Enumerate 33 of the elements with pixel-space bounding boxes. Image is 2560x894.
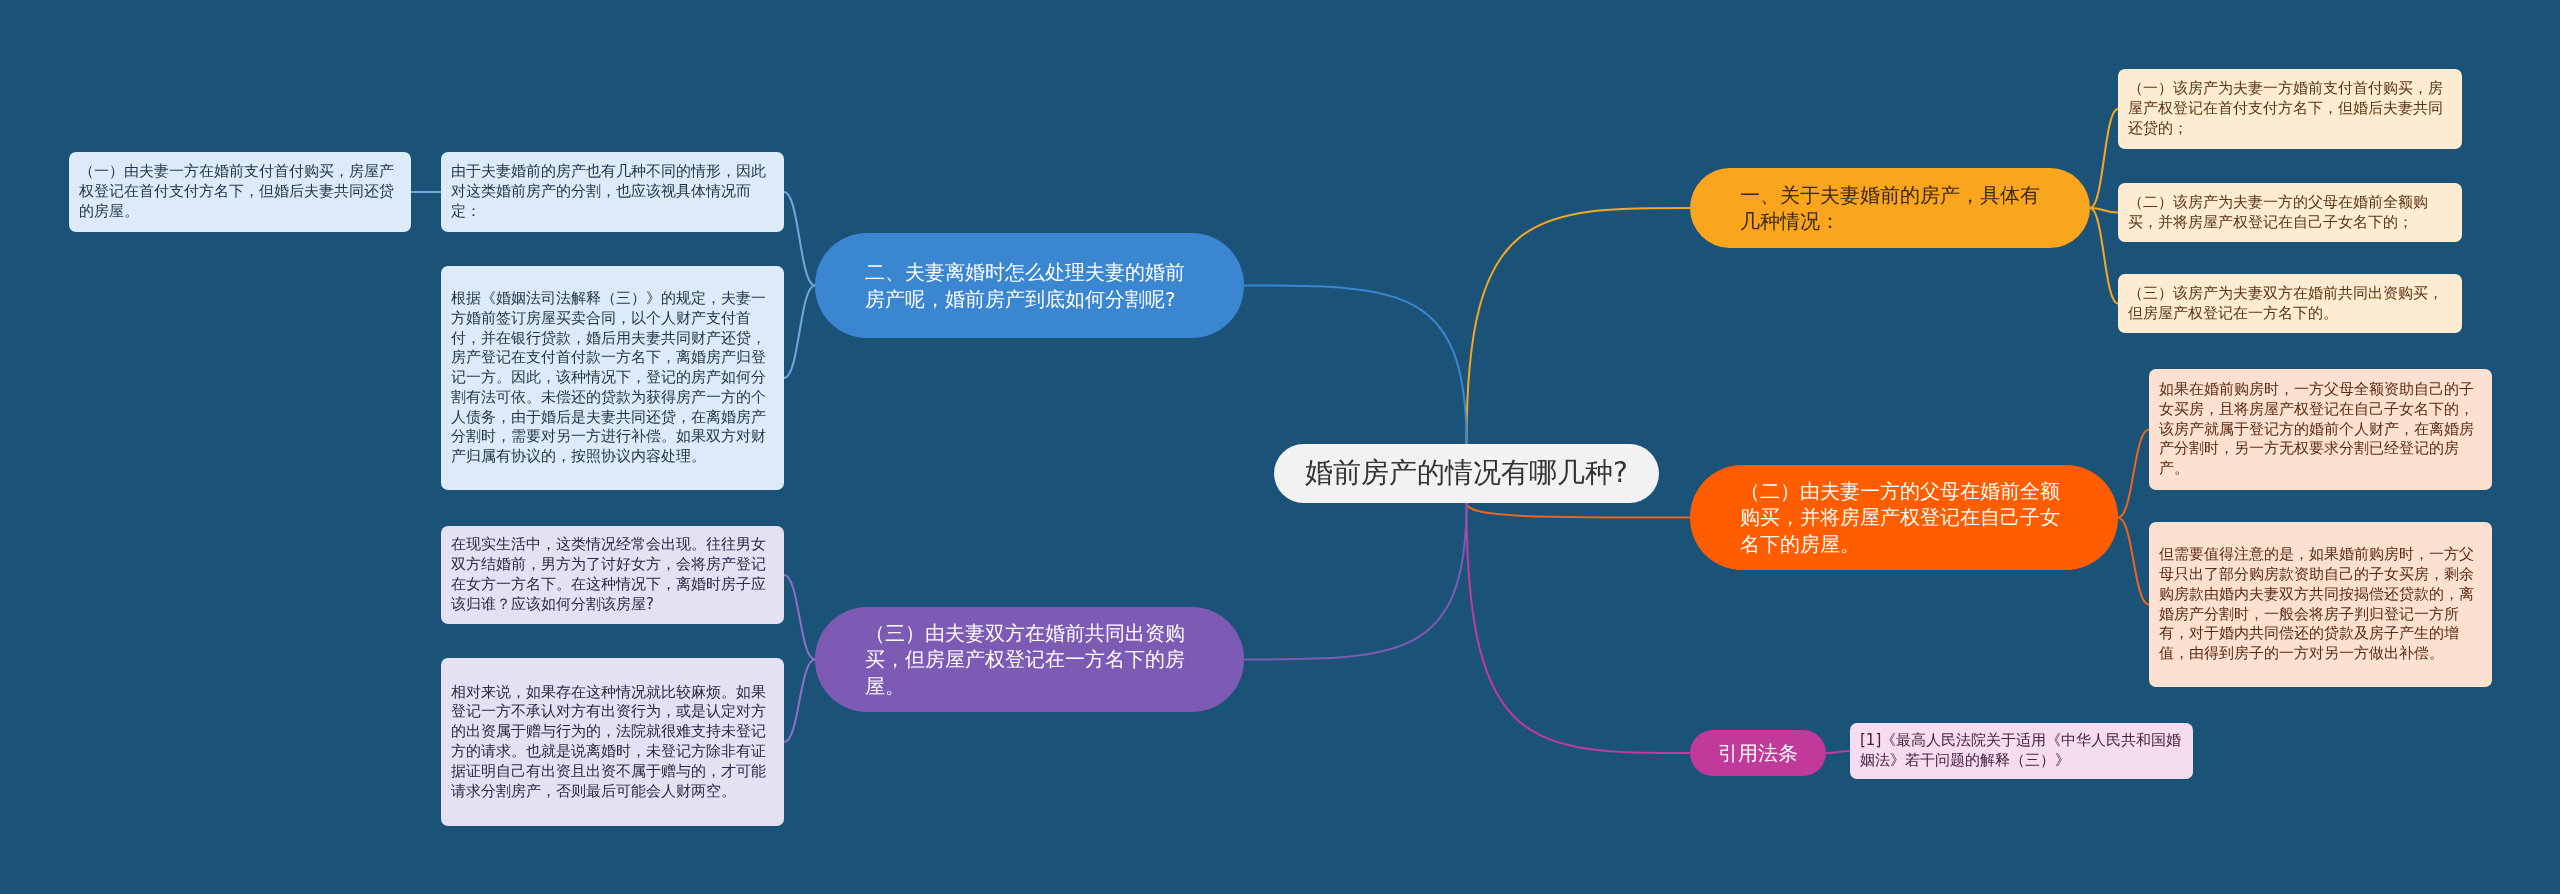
- note-box: （一）该房产为夫妻一方婚前支付首付购买，房屋产权登记在首付支付方名下，但婚后夫妻共同还贷的；: [2118, 69, 2462, 149]
- connector-line: [2117, 428, 2150, 519]
- connector-line: [783, 191, 816, 287]
- connector-line: [1243, 502, 1468, 661]
- note-box: 在现实生活中，这类情况经常会出现。往往男女双方结婚前，男方为了讨好女方，会将房产登记在女方一方名下。在这种情况下，离婚时房子应该归谁？应该如何分割该房屋?: [441, 526, 784, 624]
- central-topic: 婚前房产的情况有哪几种?: [1274, 444, 1659, 503]
- connector-line: [783, 658, 816, 743]
- topic-box: 二、夫妻离婚时怎么处理夫妻的婚前房产呢，婚前房产到底如何分割呢?: [815, 233, 1244, 338]
- topic-box: （二）由夫妻一方的父母在婚前全额购买，并将房屋产权登记在自己子女名下的房屋。: [1690, 465, 2118, 570]
- connector-line: [783, 574, 816, 661]
- topic-box: 一、关于夫妻婚前的房产，具体有几种情况：: [1690, 168, 2090, 248]
- note-box: 根据《婚姻法司法解释（三）》的规定，夫妻一方婚前签订房屋买卖合同，以个人财产支付首付，并在银行贷款，婚后用夫妻共同财产还贷，房产登记在支付首付款一方名下，离婚房产归登记一方。因此，该种情况下，登记的房产如何分割有法可依。未偿还的贷款为获得房产一方的个人债务，由于婚后是夫妻共同还贷，在离婚房产分割时，需要对另一方进行补偿。如果双方对财产归属有协议的，按照协议内容处理。: [441, 266, 784, 490]
- note-box: [1]《最高人民法院关于适用《中华人民共和国婚姻法》若干问题的解释（三）》: [1850, 723, 2193, 779]
- note-box: （三）该房产为夫妻双方在婚前共同出资购买，但房屋产权登记在一方名下的。: [2118, 274, 2462, 333]
- topic-box: （三）由夫妻双方在婚前共同出资购买，但房屋产权登记在一方名下的房屋。: [815, 607, 1244, 712]
- note-box: （一）由夫妻一方在婚前支付首付购买，房屋产权登记在首付支付方名下，但婚后夫妻共同还贷的房屋。: [69, 152, 411, 232]
- note-box: （二）该房产为夫妻一方的父母在婚前全额购买，并将房屋产权登记在自己子女名下的；: [2118, 183, 2462, 242]
- note-box: 相对来说，如果存在这种情况就比较麻烦。如果登记一方不承认对方有出资行为，或是认定对方的出资属于赠与行为的，法院就很难支持未登记方的请求。也就是说离婚时，未登记方除非有证据证明自己有出资且出资不属于赠与的，才可能请求分割房产，否则最后可能会人财两空。: [441, 658, 784, 826]
- note-box: 由于夫妻婚前的房产也有几种不同的情形，因此对这类婚前房产的分割，也应该视具体情况而定：: [441, 152, 784, 232]
- connector-line: [1243, 284, 1468, 445]
- connector-line: [2089, 207, 2119, 214]
- connector-line: [1825, 750, 1851, 754]
- connector-line: [783, 284, 816, 379]
- note-box: 如果在婚前购房时，一方父母全额资助自己的子女买房，且将房屋产权登记在自己子女名下的，该房产就属于登记方的婚前个人财产，在离婚房产分割时，另一方无权要求分割已经登记的房产。: [2149, 369, 2492, 490]
- connector-line: [2089, 207, 2119, 305]
- connector-line: [2089, 108, 2119, 209]
- connector-line: [2117, 516, 2150, 606]
- note-box: 但需要值得注意的是，如果婚前购房时，一方父母只出了部分购房款资助自己的子女买房，剩余购房款由婚内夫妻双方共同按揭偿还贷款的，离婚房产分割时，一般会将房子判归登记一方所有，对于婚内共同偿还的贷款及房子产生的增值，由得到房子的一方对另一方做出补偿。: [2149, 522, 2492, 687]
- connector-line: [1465, 207, 1691, 445]
- connector-line: [410, 191, 442, 193]
- connector-line: [1465, 502, 1691, 754]
- topic-box: 引用法条: [1690, 730, 1826, 776]
- connector-line: [1465, 502, 1691, 519]
